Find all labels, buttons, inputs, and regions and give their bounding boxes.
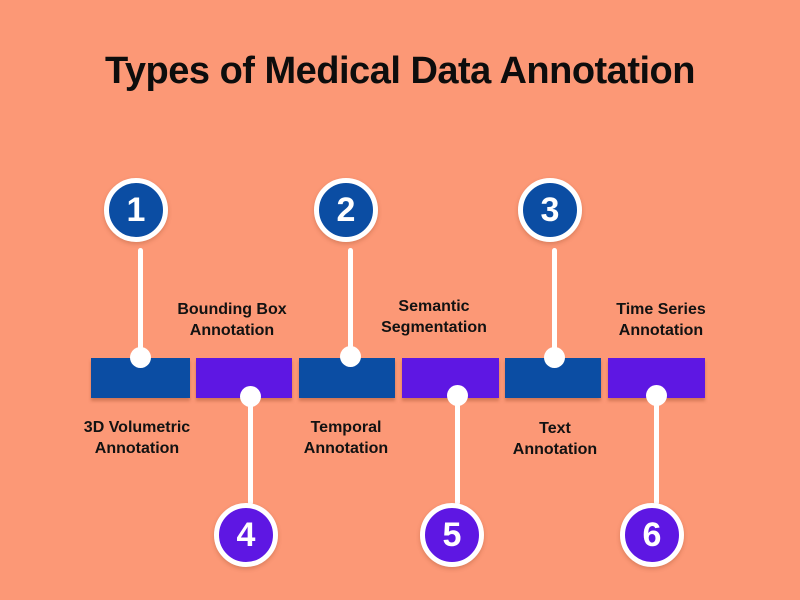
step-circle-3: 3 [518,178,582,242]
step-number-1: 1 [126,190,146,229]
label-temporal-annotation: Temporal Annotation [303,419,389,457]
label-bounding-box-annotation: Bounding Box Annotation [177,301,287,339]
label-3d-volumetric-annotation: 3D Volumetric Annotation [83,419,191,457]
connector-line-1 [138,248,143,358]
step-number-4: 4 [236,515,256,554]
step-circle-6: 6 [620,503,684,567]
step-circle-1: 1 [104,178,168,242]
connector-line-6 [654,395,659,505]
connector-dot-1 [130,347,151,368]
label-semantic-segmentation: Semantic Segmentation [381,298,487,336]
step-circle-4: 4 [214,503,278,567]
step-circle-5: 5 [420,503,484,567]
connector-dot-3 [544,347,565,368]
connector-line-2 [348,248,353,358]
connector-dot-5 [447,385,468,406]
connector-dot-4 [240,386,261,407]
step-number-6: 6 [642,515,662,554]
connector-dot-2 [340,346,361,367]
page-title: Types of Medical Data Annotation [105,50,695,92]
step-circle-2: 2 [314,178,378,242]
label-text-annotation: Text Annotation [512,420,598,458]
label-time-series-annotation: Time Series Annotation [616,301,706,339]
connector-line-5 [455,395,460,505]
step-number-3: 3 [540,190,560,229]
connector-line-3 [552,248,557,358]
connector-dot-6 [646,385,667,406]
step-number-5: 5 [442,515,462,554]
step-number-2: 2 [336,190,356,229]
connector-line-4 [248,395,253,505]
